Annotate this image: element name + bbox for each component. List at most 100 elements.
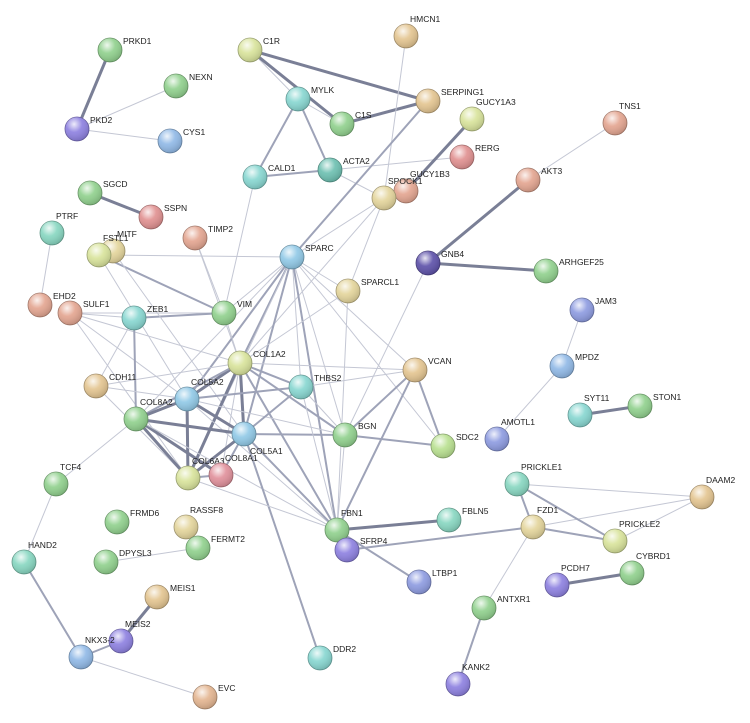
node-daam2[interactable]: DAAM2: [689, 475, 736, 510]
node-tcf4[interactable]: TCF4: [43, 462, 82, 497]
edge-sparc-col5a2: [186, 256, 293, 400]
node-cys1[interactable]: CYS1: [157, 127, 205, 154]
node-syt11[interactable]: SYT11: [567, 393, 610, 428]
node-sparc[interactable]: SPARC: [279, 243, 334, 270]
node-label: HMCN1: [410, 14, 440, 24]
node-gucy1a3[interactable]: GUCY1A3: [459, 97, 516, 132]
node-akt3[interactable]: AKT3: [515, 166, 563, 193]
node-label: FRMD6: [130, 508, 160, 518]
node-ddr2[interactable]: DDR2: [307, 644, 356, 671]
node-gucy1b3[interactable]: GUCY1B3: [393, 169, 450, 204]
node-c1s[interactable]: C1S: [329, 110, 372, 137]
node-col1a2[interactable]: COL1A2: [227, 349, 286, 376]
edge-col6a3-fbn1: [187, 477, 338, 531]
node-rerg[interactable]: RERG: [449, 143, 500, 170]
node-ehd2[interactable]: EHD2: [27, 291, 76, 318]
node-mpdz[interactable]: MPDZ: [549, 352, 599, 379]
edge-layer: [23, 35, 703, 698]
node-label: ARHGEF25: [559, 257, 604, 267]
node-thbs2[interactable]: THBS2: [288, 373, 342, 400]
node-zeb1[interactable]: ZEB1: [121, 304, 169, 331]
node-label: TNS1: [619, 101, 641, 111]
node-dpysl3[interactable]: DPYSL3: [93, 548, 152, 575]
node-fermt2[interactable]: FERMT2: [185, 534, 245, 561]
node-nkx3-2[interactable]: NKX3-2: [68, 635, 115, 670]
node-arhgef25[interactable]: ARHGEF25: [533, 257, 604, 284]
node-evc[interactable]: EVC: [192, 683, 235, 710]
node-col8a1[interactable]: COL8A1: [208, 453, 258, 488]
node-gloss: [78, 181, 102, 205]
node-label: VCAN: [428, 356, 452, 366]
node-prickle1[interactable]: PRICKLE1: [504, 462, 562, 497]
node-col5a2[interactable]: COL5A2: [174, 377, 224, 412]
node-c1r[interactable]: C1R: [237, 36, 280, 63]
node-sparcl1[interactable]: SPARCL1: [335, 277, 399, 304]
node-serping1[interactable]: SERPING1: [415, 87, 484, 114]
node-label: AMOTL1: [501, 417, 535, 427]
edge-col8a2-fbn1: [135, 418, 338, 531]
node-nexn[interactable]: NEXN: [163, 72, 213, 99]
node-rassf8[interactable]: RASSF8: [173, 505, 223, 540]
node-sgcd[interactable]: SGCD: [77, 179, 128, 206]
node-prkd1[interactable]: PRKD1: [97, 36, 152, 63]
node-label: NKX3-2: [85, 635, 115, 645]
node-tns1[interactable]: TNS1: [602, 101, 641, 136]
node-label: RASSF8: [190, 505, 223, 515]
node-cald1[interactable]: CALD1: [242, 163, 296, 190]
node-fbln5[interactable]: FBLN5: [436, 506, 489, 533]
node-sdc2[interactable]: SDC2: [430, 432, 479, 459]
node-fzd1[interactable]: FZD1: [520, 505, 559, 540]
node-gloss: [568, 403, 592, 427]
node-gloss: [570, 298, 594, 322]
node-prickle2[interactable]: PRICKLE2: [602, 519, 660, 554]
node-vcan[interactable]: VCAN: [402, 356, 452, 383]
node-sfrp4[interactable]: SFRP4: [334, 536, 388, 563]
node-col5a1[interactable]: COL5A1: [231, 421, 283, 456]
node-label: SDC2: [456, 432, 479, 442]
node-spock1[interactable]: SPOCK1: [371, 176, 423, 211]
node-antxr1[interactable]: ANTXR1: [471, 594, 531, 621]
node-gloss: [58, 301, 82, 325]
node-gloss: [109, 629, 133, 653]
node-meis1[interactable]: MEIS1: [144, 583, 196, 610]
node-gloss: [40, 221, 64, 245]
edge-tns1-akt3: [527, 122, 616, 181]
node-label: COL5A1: [250, 446, 283, 456]
node-col6a3[interactable]: COL6A3: [175, 456, 225, 491]
node-amotl1[interactable]: AMOTL1: [484, 417, 535, 452]
node-ptrf[interactable]: PTRF: [39, 211, 78, 246]
node-label: COL1A2: [253, 349, 286, 359]
node-kank2[interactable]: KANK2: [445, 662, 490, 697]
node-col8a2[interactable]: COL8A2: [123, 397, 173, 432]
node-hmcn1[interactable]: HMCN1: [393, 14, 440, 49]
node-pcdh7[interactable]: PCDH7: [544, 563, 590, 598]
node-label: PKD2: [90, 115, 112, 125]
node-meis2[interactable]: MEIS2: [108, 619, 151, 654]
node-sspn[interactable]: SSPN: [138, 203, 187, 230]
node-pkd2[interactable]: PKD2: [64, 115, 112, 142]
node-cdh11[interactable]: CDH11: [83, 372, 137, 399]
node-fbn1[interactable]: FBN1: [324, 508, 363, 543]
node-acta2[interactable]: ACTA2: [317, 156, 370, 183]
node-label: ACTA2: [343, 156, 370, 166]
node-label: ZEB1: [147, 304, 169, 314]
node-gnb4[interactable]: GNB4: [415, 249, 464, 276]
node-gloss: [472, 596, 496, 620]
node-cybrd1[interactable]: CYBRD1: [619, 551, 671, 586]
node-ltbp1[interactable]: LTBP1: [406, 568, 458, 595]
node-ston1[interactable]: STON1: [627, 392, 681, 419]
edge-c1s-serping1: [340, 99, 430, 126]
node-label: C1R: [263, 36, 280, 46]
edge-c1r-serping1: [248, 48, 430, 103]
node-fstl1[interactable]: FSTL1: [86, 233, 129, 268]
node-hand2[interactable]: HAND2: [11, 540, 57, 575]
node-mylk[interactable]: MYLK: [285, 85, 334, 112]
node-jam3[interactable]: JAM3: [569, 296, 617, 323]
edge-col5a2-fbn1: [186, 398, 338, 531]
node-timp2[interactable]: TIMP2: [182, 224, 233, 251]
node-sulf1[interactable]: SULF1: [57, 299, 110, 326]
edge-fzd1-daam2: [532, 496, 703, 528]
node-bgn[interactable]: BGN: [332, 421, 376, 448]
node-frmd6[interactable]: FRMD6: [104, 508, 160, 535]
node-vim[interactable]: VIM: [211, 299, 252, 326]
